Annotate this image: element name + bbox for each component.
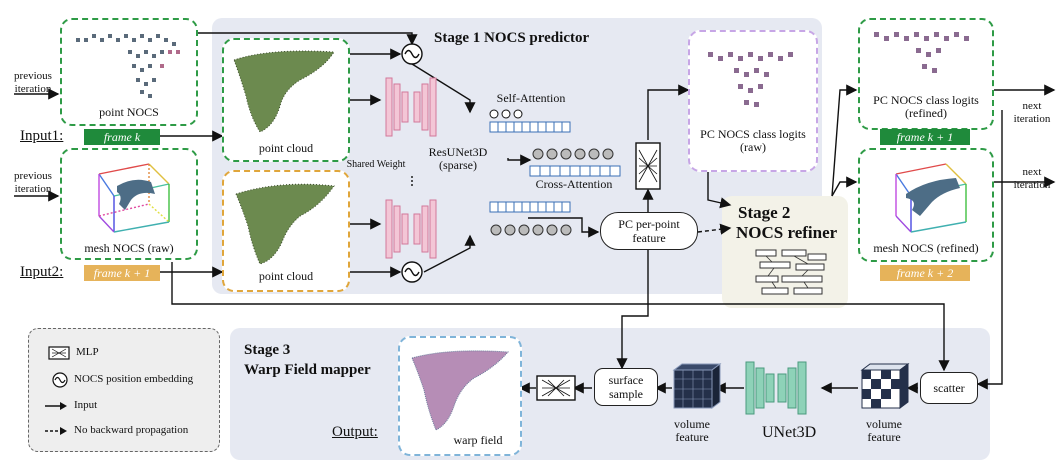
point-cloud-2-box: point cloud <box>222 170 350 292</box>
warp-field-label: warp field <box>453 433 503 447</box>
input2-tokens <box>489 201 572 236</box>
legend-mlp-icon <box>48 346 70 360</box>
pc-logits-refined-label: PC NOCS class logits (refined) <box>873 93 979 120</box>
next-iteration-label-2: next iteration <box>1013 166 1051 191</box>
stage2-title-line2: NOCS refiner <box>736 223 838 242</box>
point-cloud-1-label: point cloud <box>258 141 314 155</box>
shared-weight-label: Shared Weight <box>346 159 406 170</box>
self-attention-output-circles <box>532 148 614 160</box>
frame-k1-tag-green: frame k + 1 <box>880 129 970 145</box>
unet3d-label: UNet3D <box>762 424 817 441</box>
resunet-bottom-icon <box>385 199 437 259</box>
previous-iteration-label-1: previous iteration <box>14 70 52 95</box>
pc-logits-raw-image <box>708 52 793 107</box>
surface-sample-box: surface sample <box>594 368 658 406</box>
nocs-embed-icon-2 <box>401 261 423 283</box>
pc-per-point-feature-box: PC per-point feature <box>600 212 698 250</box>
stage1-title: Stage 1 NOCS predictor <box>434 30 590 46</box>
mesh-nocs-raw-box: mesh NOCS (raw) <box>60 148 198 260</box>
legend-no-backprop-label: No backward propagation <box>74 424 189 436</box>
legend-nocs-embed-label: NOCS position embedding <box>74 373 194 385</box>
point-nocs-image <box>76 34 180 98</box>
pc-logits-raw-box: PC NOCS class logits (raw) <box>688 30 818 172</box>
mlp-icon-stage3 <box>536 375 576 401</box>
scatter-box: scatter <box>920 372 978 404</box>
cross-attention-tokens <box>529 165 621 177</box>
legend-input-label: Input <box>74 399 98 411</box>
legend-input-arrow-icon <box>45 402 67 410</box>
output-label: Output: <box>332 424 378 440</box>
volume-feature-cube-right <box>860 363 910 409</box>
legend-no-backprop-icon <box>45 427 67 435</box>
pc-logits-refined-image <box>874 32 969 73</box>
mesh-nocs-refined-box: mesh NOCS (refined) <box>858 148 994 262</box>
warp-field-box: warp field <box>398 336 522 456</box>
mesh-nocs-refined-label: mesh NOCS (refined) <box>873 241 979 255</box>
volume-feature-label-right: volume feature <box>866 417 902 444</box>
legend-nocs-embed-icon <box>52 372 68 388</box>
input1-label: Input1: <box>20 128 64 144</box>
refiner-icon <box>755 249 827 295</box>
frame-k1-tag: frame k + 1 <box>84 265 160 281</box>
self-attention-tokens <box>489 109 571 133</box>
point-cloud-1-box: point cloud <box>222 38 350 162</box>
volume-feature-label-left: volume feature <box>674 417 710 444</box>
nocs-embed-icon-1 <box>401 43 423 65</box>
input2-label: Input2: <box>20 264 64 280</box>
point-cloud-1-image <box>233 50 335 133</box>
pc-logits-raw-label: PC NOCS class logits (raw) <box>700 127 806 154</box>
legend-mlp-label: MLP <box>76 346 99 358</box>
resunet-top-icon <box>385 77 437 137</box>
volume-feature-cube-left <box>672 363 722 409</box>
point-nocs-label: point NOCS <box>99 105 159 119</box>
previous-iteration-label-2: previous iteration <box>14 170 52 195</box>
self-attention-label: Self-Attention <box>496 91 566 105</box>
stage2-title-line1: Stage 2 <box>738 203 791 222</box>
stage3-title-line2: Warp Field mapper <box>244 362 371 378</box>
resunet-label: ResUNet3D (sparse) <box>428 145 488 172</box>
cross-attention-label: Cross-Attention <box>535 177 613 191</box>
stage3-title-line1: Stage 3 <box>244 342 291 358</box>
warp-field-image <box>411 350 510 431</box>
point-cloud-2-label: point cloud <box>258 269 314 283</box>
mesh-nocs-raw-image <box>98 163 170 233</box>
next-iteration-label-1: next iteration <box>1013 100 1051 125</box>
mesh-nocs-refined-image <box>895 163 967 233</box>
mlp-icon-stage1 <box>635 142 661 190</box>
unet3d-icon <box>745 361 807 415</box>
point-cloud-2-image <box>235 183 335 265</box>
point-nocs-box: point NOCS <box>60 18 198 126</box>
mesh-nocs-raw-label: mesh NOCS (raw) <box>84 241 174 255</box>
frame-k-tag: frame k <box>84 129 160 145</box>
frame-k2-tag: frame k + 2 <box>880 265 970 281</box>
pc-logits-refined-box: PC NOCS class logits (refined) <box>858 18 994 130</box>
